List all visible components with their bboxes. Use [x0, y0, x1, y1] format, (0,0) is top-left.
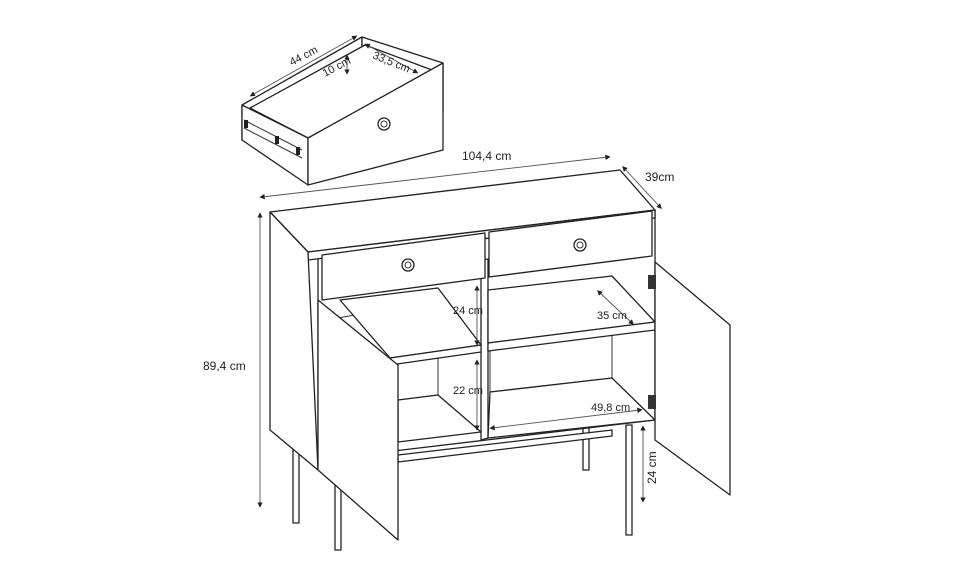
shelf-depth-label: 35 cm	[597, 310, 627, 322]
cabinet-height-label: 89,4 cm	[203, 359, 246, 373]
drawer-runner-icon	[244, 120, 248, 128]
lower-shelf-height-label: 22 cm	[453, 385, 483, 397]
cabinet-depth-label: 39cm	[645, 170, 674, 184]
compartment-width-label: 49,8 cm	[591, 402, 630, 414]
leg-height-label: 24 cm	[645, 451, 659, 484]
hinge-icon	[648, 275, 656, 289]
leg	[582, 424, 590, 471]
leg	[625, 424, 633, 536]
drawer-knob	[377, 117, 391, 131]
sideboard-drawing: 104,4 cm 39cm 89,4 cm 24 cm 35 cm 22 cm …	[203, 149, 731, 551]
drawer-knob	[401, 258, 415, 272]
center-divider	[480, 258, 489, 441]
left-door-open	[317, 299, 399, 541]
upper-shelf-height-label: 24 cm	[453, 305, 483, 317]
drawer-detail: 44 cm 10 cm 33,5 cm	[241, 35, 444, 186]
hinge-icon	[648, 395, 656, 409]
drawer-front-right	[488, 210, 653, 278]
cabinet-width-label: 104,4 cm	[462, 149, 511, 163]
drawer-knob	[573, 238, 587, 252]
right-door-open	[654, 261, 731, 496]
